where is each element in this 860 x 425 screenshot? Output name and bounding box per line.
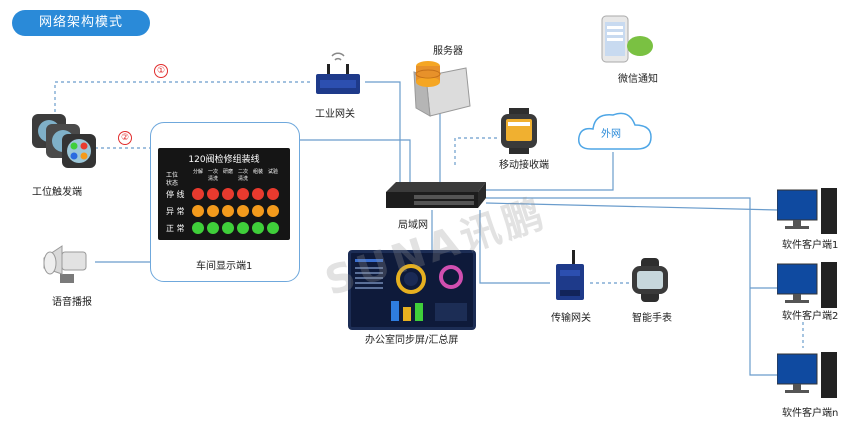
board-light-row — [192, 205, 279, 217]
link-switch-clients — [486, 197, 778, 376]
board-header-station: 工位 — [166, 172, 179, 179]
smart-watch-icon — [628, 258, 672, 302]
label-lan: 局域网 — [398, 220, 428, 231]
label-external-network: 外网 — [601, 129, 621, 140]
speaker-icon — [40, 238, 96, 286]
label-transmission-gateway: 传输网关 — [551, 313, 591, 324]
status-light — [267, 205, 279, 217]
link-cloud-switch — [486, 152, 614, 191]
status-light — [267, 222, 279, 234]
server-icon — [412, 56, 472, 118]
board-light-row — [192, 188, 279, 200]
board-title: 120阀检修组装线 — [188, 155, 260, 165]
link-gateway-switch — [365, 81, 401, 190]
board-column: 研磨 — [222, 169, 233, 175]
board-row-label: 异 常 — [166, 207, 185, 216]
label-client-2: 软件客户端2 — [782, 311, 839, 322]
link-switch-transmission — [479, 210, 550, 284]
workshop-display-board: 120阀检修组装线 工位 状态 分解 一次清洗 研磨 二次清洗 组装 试验 停 … — [158, 148, 290, 240]
marker-two: ② — [118, 131, 132, 145]
status-light — [207, 222, 219, 234]
office-screen-icon — [348, 250, 476, 330]
label-workshop-display: 车间显示端1 — [196, 261, 253, 272]
status-light — [237, 188, 249, 200]
cloud-icon — [575, 105, 655, 157]
link-client-1 — [485, 202, 779, 211]
board-light-row — [192, 222, 279, 234]
status-light — [192, 205, 204, 217]
link-display-switch — [298, 139, 411, 190]
board-column: 一次清洗 — [207, 169, 218, 182]
status-light — [267, 188, 279, 200]
board-row-label: 正 常 — [166, 224, 185, 233]
status-light — [207, 205, 219, 217]
board-columns: 分解 一次清洗 研磨 二次清洗 组装 试验 — [192, 168, 279, 182]
status-light — [207, 188, 219, 200]
mobile-receiver-icon — [495, 108, 545, 154]
board-column: 组装 — [252, 169, 263, 175]
label-station-trigger: 工位触发端 — [32, 187, 82, 198]
board-header-status: 状态 — [166, 180, 179, 187]
industrial-gateway-icon — [310, 48, 366, 98]
label-smart-watch: 智能手表 — [632, 313, 672, 324]
status-light — [222, 188, 234, 200]
board-column: 试验 — [267, 169, 278, 175]
label-wechat: 微信通知 — [618, 74, 658, 85]
status-light — [192, 222, 204, 234]
status-light — [252, 205, 264, 217]
status-light — [252, 222, 264, 234]
status-light — [252, 188, 264, 200]
board-row-label: 停 线 — [166, 190, 185, 199]
status-light — [237, 222, 249, 234]
client-computer-icon — [776, 262, 839, 312]
label-server: 服务器 — [433, 46, 463, 57]
status-light — [237, 205, 249, 217]
link-trigger-gateway — [54, 81, 310, 118]
client-computer-icon — [776, 352, 839, 402]
board-column: 二次清洗 — [237, 169, 248, 182]
label-client-1: 软件客户端1 — [782, 240, 839, 251]
marker-one: ① — [154, 64, 168, 78]
client-computer-icon — [776, 188, 839, 238]
label-office-screen: 办公室同步屏/汇总屏 — [365, 335, 459, 346]
label-mobile-receiver: 移动接收端 — [499, 160, 549, 171]
board-column: 分解 — [192, 169, 203, 175]
phone-icon — [600, 14, 656, 66]
label-industrial-gateway: 工业网关 — [315, 109, 355, 120]
status-light — [192, 188, 204, 200]
status-light — [222, 205, 234, 217]
station-trigger-devices — [30, 110, 100, 172]
label-voice-broadcast: 语音播报 — [52, 297, 92, 308]
link-mobile — [454, 137, 500, 165]
transmission-gateway-icon — [550, 250, 590, 302]
lan-switch-icon — [384, 180, 488, 212]
label-client-n: 软件客户端n — [782, 408, 839, 419]
page-title: 网络架构模式 — [12, 10, 150, 36]
status-light — [222, 222, 234, 234]
